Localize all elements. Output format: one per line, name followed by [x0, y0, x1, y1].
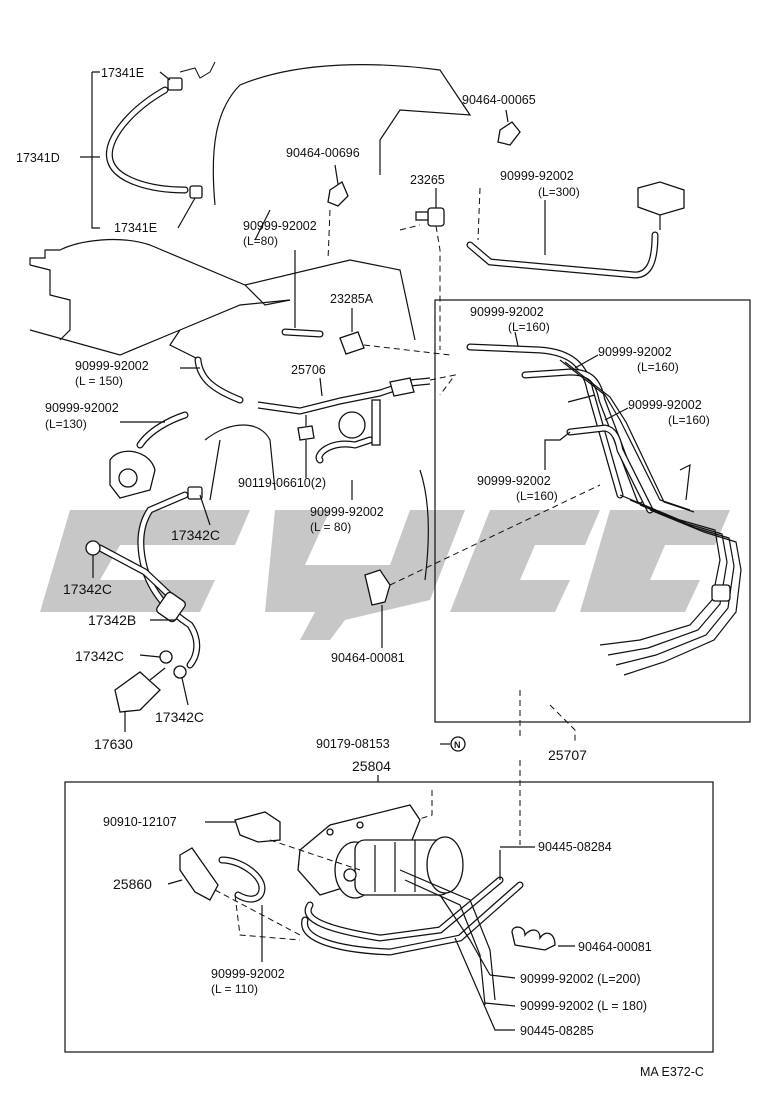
bolt-90119-06610: [297, 415, 315, 478]
hose-L130: [109, 411, 189, 499]
clip-90464-00065: [497, 109, 521, 146]
bracket-25860: [167, 847, 301, 936]
label-90999-92002-L80-top: 90999-92002: [243, 219, 317, 233]
hose-L110: [218, 856, 301, 962]
label-25860: 25860: [113, 876, 152, 892]
label-90999-92002-L110: 90999-92002: [211, 967, 285, 981]
label-90999-92002-L200: 90999-92002 (L=200): [520, 972, 641, 986]
label-L160-4: (L=160): [516, 489, 558, 503]
vacuum-hose-17341D: [105, 61, 216, 199]
new-part-mark-letter: N: [454, 740, 461, 750]
clip-90464-00081-bottom: [511, 926, 575, 951]
label-90119-06610: 90119-06610(2): [238, 476, 326, 490]
hose-L80-mid: [315, 399, 381, 500]
label-17341D: 17341D: [16, 151, 60, 165]
label-L110: (L = 110): [211, 982, 258, 996]
pipe-assembly-25707: [466, 343, 742, 676]
bracket-90910-12107: [205, 811, 361, 871]
label-17342B: 17342B: [88, 612, 136, 628]
label-90999-92002-L80-mid: 90999-92002: [310, 505, 384, 519]
engine-outline: [29, 64, 472, 501]
label-L300: (L=300): [538, 185, 580, 199]
leader-L160-1: [514, 331, 519, 347]
leader-90445-08285: [454, 937, 515, 1031]
clamp-17342C-lower: [139, 650, 189, 706]
leader-L200: [489, 974, 516, 979]
leader-L160-3: [604, 407, 629, 421]
clamp-17342C-left: [85, 540, 101, 578]
clip-90464-00081-mid: [364, 469, 601, 648]
label-23265: 23265: [410, 173, 445, 187]
label-90464-00081-mid: 90464-00081: [331, 651, 405, 665]
watermark-logo: [40, 510, 730, 640]
label-17342C-1: 17342C: [171, 527, 220, 543]
label-90445-08285: 90445-08285: [520, 1024, 594, 1038]
leader-L160-2: [574, 354, 599, 369]
label-90999-92002-L160-2: 90999-92002: [598, 345, 672, 359]
label-90910-12107: 90910-12107: [103, 815, 177, 829]
diagram-code: MA E372-C: [640, 1065, 704, 1079]
label-25804: 25804: [352, 758, 391, 774]
label-90999-92002-L130: 90999-92002: [45, 401, 119, 415]
hose-L150: [180, 356, 244, 404]
label-25706: 25706: [291, 363, 326, 377]
label-17342C-4: 17342C: [155, 709, 204, 725]
hose-L80-top: [281, 250, 324, 338]
label-25707: 25707: [548, 747, 587, 763]
clip-90464-00696: [327, 164, 349, 261]
vsv-23285A: [339, 308, 451, 356]
label-90179-08153: 90179-08153: [316, 737, 390, 751]
leader-L180: [484, 1002, 516, 1007]
label-17630: 17630: [94, 736, 133, 752]
label-90999-92002-L180: 90999-92002 (L = 180): [520, 999, 647, 1013]
label-L130: (L=130): [45, 417, 87, 431]
label-L80-top: (L=80): [243, 234, 278, 248]
hose-L300: [466, 181, 685, 279]
leader-25707: [519, 690, 576, 742]
label-90999-92002-L160-4: 90999-92002: [477, 474, 551, 488]
label-90445-08284: 90445-08284: [538, 840, 612, 854]
assembly-box-25804: [64, 781, 714, 1053]
label-90999-92002-L160-3: 90999-92002: [628, 398, 702, 412]
label-90999-92002-L300: 90999-92002: [500, 169, 574, 183]
label-90464-00696: 90464-00696: [286, 146, 360, 160]
label-L160-3: (L=160): [668, 413, 710, 427]
label-90999-92002-L150: 90999-92002: [75, 359, 149, 373]
charcoal-canister-25804: [297, 804, 464, 899]
check-valve-17630: [114, 667, 166, 732]
label-L80-mid: (L = 80): [310, 520, 351, 534]
new-part-mark: [450, 736, 466, 752]
label-23285A: 23285A: [330, 292, 374, 306]
label-17342C-2: 17342C: [63, 581, 112, 597]
label-17341E-bottom: 17341E: [114, 221, 157, 235]
leader-lines-17341: [80, 71, 196, 229]
label-L160-1: (L=160): [508, 320, 550, 334]
label-L160-2: (L=160): [637, 360, 679, 374]
fuel-hose-17342B: [96, 486, 211, 669]
label-90464-00065: 90464-00065: [462, 93, 536, 107]
assembly-box-25707: [434, 299, 751, 723]
label-L150: (L = 150): [75, 374, 123, 388]
label-90464-00081-bottom: 90464-00081: [578, 940, 652, 954]
label-17341E-top: 17341E: [101, 66, 144, 80]
vsv-23265: [399, 188, 445, 350]
canister-pipes: [301, 850, 524, 1006]
label-90999-92002-L160-1: 90999-92002: [470, 305, 544, 319]
pipe-25706: [257, 374, 457, 415]
label-17342C-3: 17342C: [75, 648, 124, 664]
